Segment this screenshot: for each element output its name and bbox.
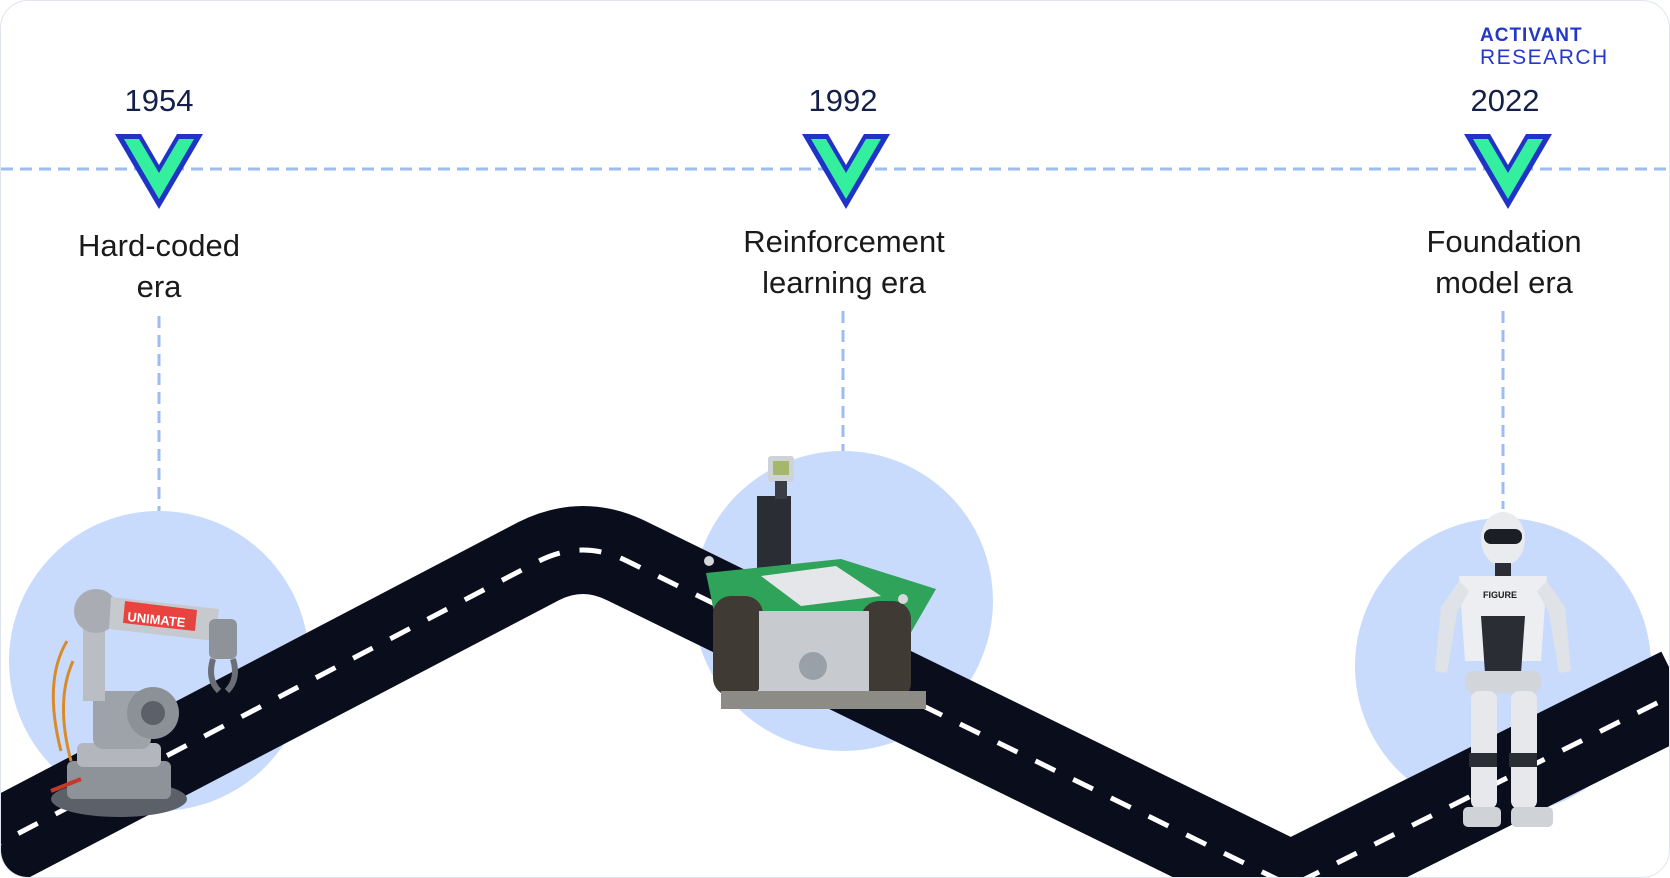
logo-line-1: ACTIVANT xyxy=(1480,25,1583,46)
milestone-year: 2022 xyxy=(1470,83,1540,118)
chevron-down-icon xyxy=(115,134,203,209)
milestone-era-label: Hard-coded era xyxy=(78,228,240,304)
milestone-era-label: Reinforcement learning era xyxy=(743,224,945,300)
figure-label: FIGURE xyxy=(1483,590,1517,600)
chevron-down-icon xyxy=(1464,134,1552,209)
milestone-year: 1992 xyxy=(808,83,878,118)
unimate-label: UNIMATE xyxy=(127,609,187,630)
logo-line-2: RESEARCH xyxy=(1480,46,1609,69)
activant-research-logo: ACTIVANT RESEARCH xyxy=(1480,25,1609,69)
milestone-year: 1954 xyxy=(124,83,194,118)
road-center-dashes xyxy=(1,547,1669,877)
robotic-arm-illustration: UNIMATE xyxy=(50,589,238,817)
rover-illustration xyxy=(704,456,936,709)
humanoid-robot-illustration: FIGURE xyxy=(1435,512,1571,827)
milestone-era-label: Foundation model era xyxy=(1426,224,1582,300)
chevron-down-icon xyxy=(802,134,890,209)
